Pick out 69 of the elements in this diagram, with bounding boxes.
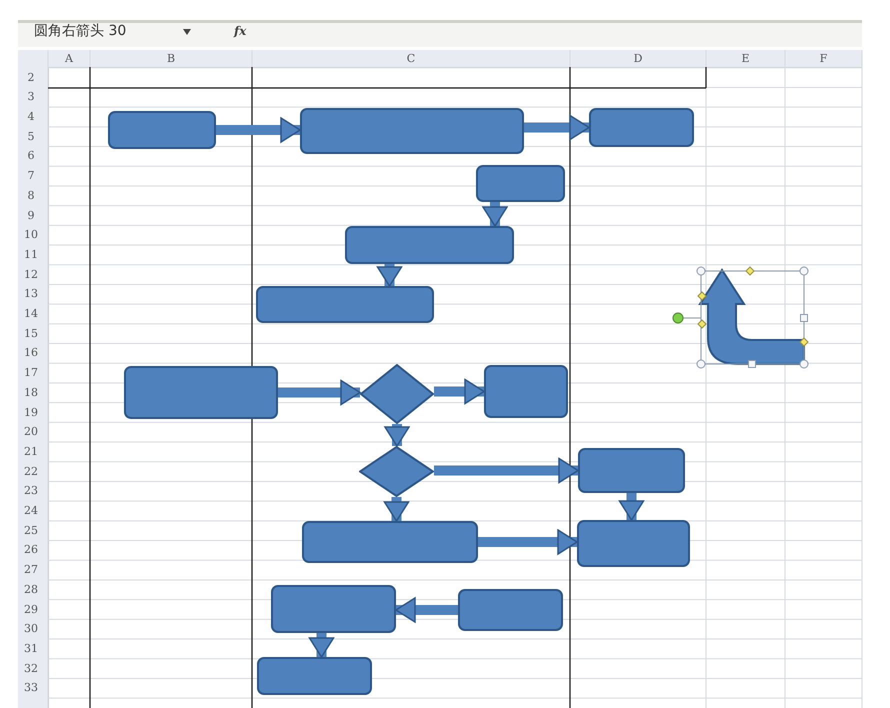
row-number: 31 — [23, 642, 39, 655]
row-number: 9 — [26, 208, 36, 222]
block-arrow — [524, 114, 590, 140]
row-number: 2 — [26, 70, 36, 84]
row-number: 15 — [23, 326, 39, 340]
decision-diamond — [360, 364, 434, 424]
row-number: 4 — [26, 110, 36, 123]
row-number: 20 — [23, 425, 39, 438]
block-arrow — [384, 497, 410, 522]
row-number: 17 — [23, 366, 39, 380]
row-number: 6 — [26, 149, 36, 162]
column-letter: B — [166, 52, 176, 65]
row-number: 11 — [23, 248, 39, 261]
row-number: 27 — [23, 563, 39, 576]
row-number: 24 — [23, 504, 39, 517]
row-number: 28 — [23, 582, 39, 596]
block-arrow — [278, 380, 361, 406]
process-box — [256, 286, 434, 323]
process-box — [124, 366, 278, 419]
row-number: 16 — [23, 346, 39, 360]
process-box — [476, 165, 565, 202]
row-number: 26 — [23, 543, 39, 556]
row-number: 19 — [23, 406, 39, 418]
row-number: 10 — [23, 228, 39, 242]
row-number: 5 — [26, 130, 36, 143]
process-box — [458, 589, 563, 631]
process-box — [302, 521, 478, 563]
row-number: 14 — [23, 307, 39, 320]
block-arrow — [478, 529, 578, 555]
row-number: 33 — [23, 681, 39, 694]
process-box — [577, 520, 690, 567]
row-number: 21 — [23, 444, 39, 458]
row-number: 32 — [23, 662, 39, 675]
block-arrow — [434, 378, 485, 404]
block-arrow — [216, 117, 301, 143]
process-box — [271, 585, 396, 633]
row-number: 18 — [23, 386, 39, 399]
block-arrow — [376, 264, 402, 287]
column-letter: C — [406, 52, 416, 65]
block-arrow — [482, 202, 508, 227]
column-letter: E — [740, 52, 751, 65]
name-box-text: 圆角右箭头 30 — [34, 22, 126, 40]
process-box — [589, 108, 694, 147]
row-number: 29 — [23, 602, 39, 616]
block-arrow — [384, 424, 410, 447]
process-box — [257, 657, 372, 695]
row-number: 8 — [26, 188, 36, 202]
process-box — [300, 108, 524, 154]
row-number: 25 — [23, 524, 39, 537]
row-number: 22 — [23, 464, 39, 478]
row-number: 13 — [23, 287, 39, 300]
row-number: 23 — [23, 484, 39, 498]
row-number: 3 — [26, 90, 36, 104]
row-number: 7 — [26, 169, 36, 182]
row-number: 12 — [23, 268, 39, 281]
process-box — [345, 226, 514, 264]
column-letter: A — [64, 52, 74, 65]
process-box — [484, 365, 568, 418]
block-arrow — [434, 458, 579, 484]
process-box — [578, 448, 685, 493]
column-letter: D — [632, 52, 644, 65]
column-letter: F — [818, 52, 828, 65]
function-label: fx — [234, 23, 246, 39]
block-arrow — [618, 493, 644, 521]
process-box — [108, 111, 216, 149]
decision-diamond — [359, 446, 434, 497]
row-number: 30 — [23, 622, 39, 636]
block-arrow — [308, 633, 334, 658]
block-arrow — [395, 597, 458, 623]
